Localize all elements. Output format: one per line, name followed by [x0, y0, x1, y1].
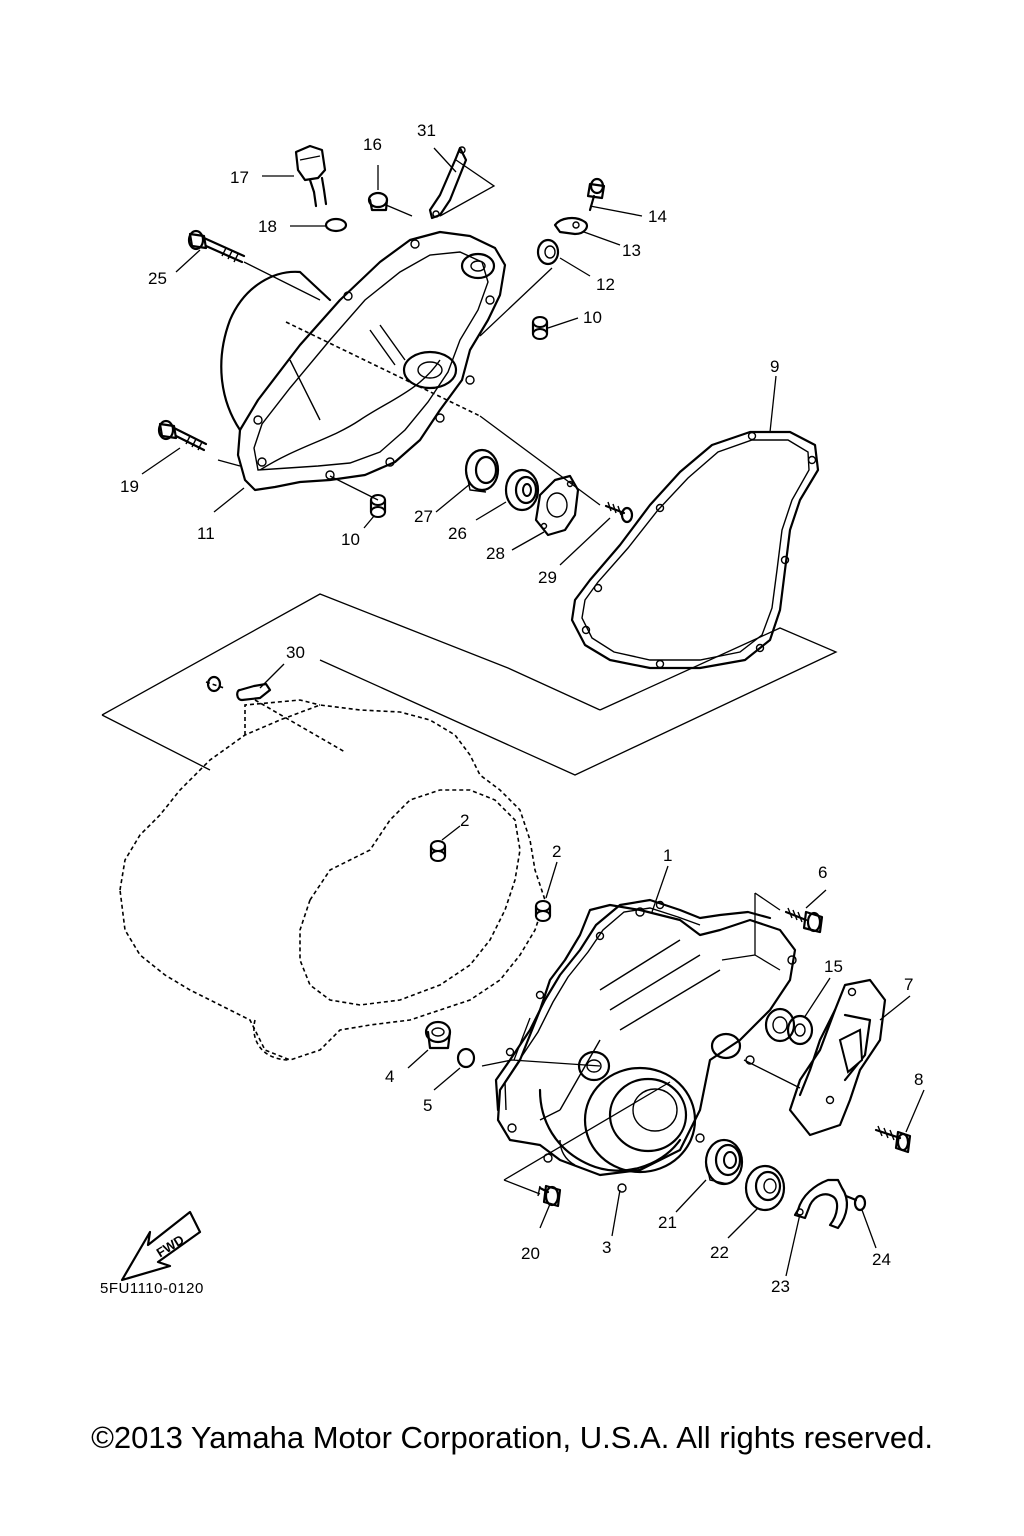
crankcase-cover-left: [220, 230, 507, 492]
callout-22: 22: [710, 1243, 729, 1262]
oil-seal-15: [786, 1014, 814, 1046]
seal-12: [536, 238, 560, 266]
bearing-26: [504, 468, 540, 512]
callout-3: 3: [602, 1238, 611, 1257]
callout-28: 28: [486, 544, 505, 563]
crankcase-cover-right: [496, 903, 797, 1193]
callout-4: 4: [385, 1067, 394, 1086]
copyright-notice: ©2013 Yamaha Motor Corporation, U.S.A. A…: [91, 1420, 933, 1455]
leader-lines: [141, 147, 925, 1277]
callout-11: 11: [197, 524, 215, 543]
dowel-pin-10a: [531, 316, 549, 340]
bolt-25: [187, 229, 246, 264]
assembly-outline: [101, 593, 838, 776]
callout-30: 30: [286, 643, 305, 662]
callout-14: 14: [648, 207, 667, 226]
callout-10b: 10: [341, 530, 360, 549]
callout-26: 26: [448, 524, 467, 543]
o-ring-18: [324, 217, 348, 233]
callout-17: 17: [230, 168, 249, 187]
screw-24: [844, 1194, 867, 1212]
callout-31: 31: [417, 121, 436, 140]
callout-5: 5: [423, 1096, 432, 1115]
dowel-pin-10b: [369, 494, 387, 518]
engine-block-phantom: [119, 699, 552, 1061]
dowel-pin-2a: [429, 840, 447, 862]
o-ring-5: [456, 1047, 476, 1069]
oil-seal-27: [464, 448, 500, 493]
callout-2a: 2: [460, 811, 469, 830]
callout-18: 18: [258, 217, 277, 236]
callout-12: 12: [596, 275, 615, 294]
retainer-23: [793, 1178, 848, 1230]
oil-seal-22: [744, 1164, 786, 1212]
callout-27: 27: [414, 507, 433, 526]
callout-9: 9: [770, 357, 779, 376]
screw-14: [586, 177, 606, 212]
bolt-8: [874, 1125, 912, 1154]
callout-29: 29: [538, 568, 557, 587]
callout-21: 21: [658, 1213, 677, 1232]
callout-20: 20: [521, 1244, 540, 1263]
callout-25: 25: [148, 269, 167, 288]
lever-31: [428, 146, 468, 220]
callout-24: 24: [872, 1250, 891, 1269]
cover-7: [788, 978, 887, 1137]
sensor-17: [294, 144, 328, 208]
callout-8: 8: [914, 1070, 923, 1089]
bearing-21: [704, 1138, 744, 1186]
gasket-1: [494, 898, 772, 1112]
bolt-19: [157, 419, 208, 452]
dowel-pin-2b: [534, 900, 552, 922]
plug-4: [424, 1020, 452, 1050]
callout-6: 6: [818, 863, 827, 882]
callout-23: 23: [771, 1277, 790, 1296]
collar-16: [367, 191, 389, 212]
callout-16: 16: [363, 135, 382, 154]
callout-13: 13: [622, 241, 641, 260]
callout-1: 1: [663, 846, 672, 865]
callout-15: 15: [824, 957, 843, 976]
gasket-9: [570, 430, 820, 670]
bolt-6: [784, 907, 824, 934]
callout-10a: 10: [583, 308, 602, 327]
fwd-arrow-icon: FWD: [120, 1210, 202, 1282]
screw-29: [604, 501, 634, 524]
plate-28: [534, 474, 580, 537]
callout-numbers: 31 16 17 18 14 13 25 12 10 9 19 27 26 11…: [120, 121, 923, 1296]
clip-30: [205, 675, 272, 702]
plate-13: [553, 216, 589, 236]
callout-2b: 2: [552, 842, 561, 861]
diagram-code: 5FU1110-0120: [100, 1280, 204, 1297]
callout-19: 19: [120, 477, 139, 496]
callout-7: 7: [904, 975, 913, 994]
bolt-20: [537, 1184, 562, 1208]
